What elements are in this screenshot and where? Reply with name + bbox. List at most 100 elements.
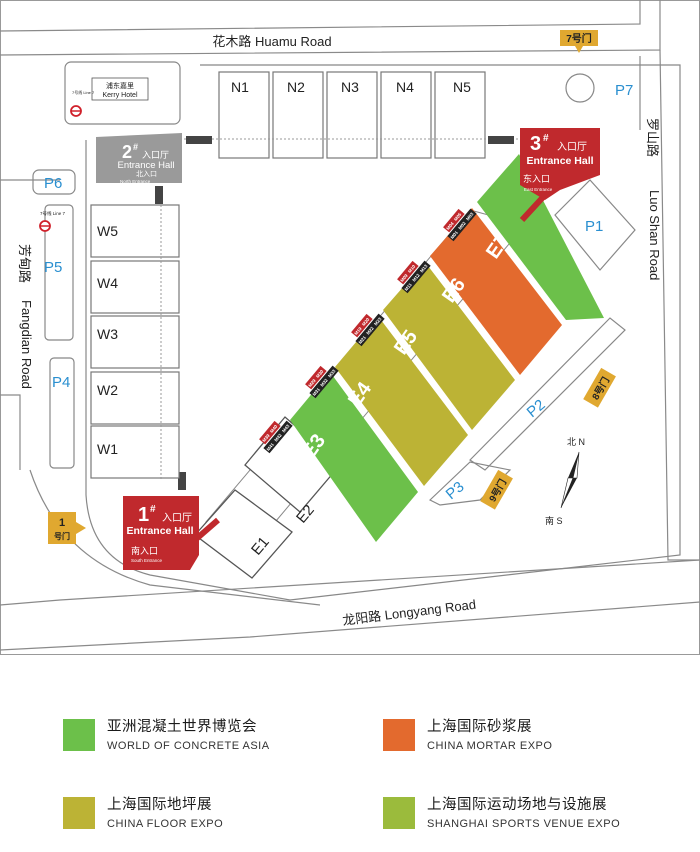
gate-1-zh: 号门 [54,531,70,541]
legend-zh-sports: 上海国际运动场地与设施展 [427,797,607,813]
hall-e3[interactable] [290,372,418,542]
gate-7[interactable]: 7号门 [560,30,598,53]
hall-w4[interactable] [90,260,180,314]
mr-e5r-1: M20 [361,317,371,327]
hall2-sub-zh: 北入口 [136,170,157,178]
legend-swatch-concrete [63,719,95,751]
road-lines [0,0,700,651]
venue-boundary [85,64,681,601]
hall-n2[interactable] [272,71,324,159]
hall1-num: 1 [138,504,149,526]
legend-item-mortar: 上海国际砂浆展 CHINA MORTAR EXPO [383,719,552,753]
p6-box [32,169,76,195]
hall3-sub-zh: 东入口 [523,173,550,184]
hall1-zh: 入口厅 [162,513,192,524]
hall-n3-label: N3 [341,79,359,95]
hall3-zh: 入口厅 [557,142,587,153]
venue-map: 浦东嘉里 Kerry Hotel 7号线 Line 7 7号线 Line 7 花… [0,0,700,655]
hall1-sub-zh: 南入口 [131,545,158,556]
legend-zh-concrete: 亚洲混凝土世界博览会 [107,719,257,735]
mr-e3-0: M41 [266,442,276,452]
metro-icon [70,105,82,117]
compass-icon: 北 N 南 S [545,437,585,526]
legend-en-concrete: WORLD OF CONCRETE ASIA [107,740,270,752]
entrance-hall-3[interactable]: 3 # 入口厅 Entrance Hall 东入口 East Entrance [519,128,600,223]
gate-7-label: 7号门 [566,32,592,45]
fangdian-road-en: Fangdian Road [19,300,34,389]
mr-e6-1: M12 [411,272,421,282]
hall-w4-label: W4 [97,275,118,291]
p1-block [554,179,636,271]
hall-e6[interactable] [430,208,562,375]
hall2-en: Entrance Hall [117,160,174,171]
mr-e7-1: M02 [457,220,467,230]
hall-n4-label: N4 [396,79,414,95]
parking-p1: P1 [585,218,603,235]
legend-item-concrete: 亚洲混凝土世界博览会 WORLD OF CONCRETE ASIA [63,719,270,753]
mr-e3-2: M43 [281,423,291,433]
mr-e7r-1: M05 [453,212,463,222]
legend: 亚洲混凝土世界博览会 WORLD OF CONCRETE ASIA 上海国际砂浆… [0,655,700,852]
mr-e7-2: M03 [465,211,475,221]
legend-en-sports: SHANGHAI SPORTS VENUE EXPO [427,818,621,830]
hall1-sub-en: South Entrance [131,558,163,563]
hall1-sup: # [150,504,156,515]
hall-w2[interactable] [90,371,180,425]
parking-p5: P5 [44,259,62,276]
mr-e7r-0: M04 [445,221,455,231]
mr-e3r-1: M40 [269,424,279,434]
legend-item-floor: 上海国际地坪展 CHINA FLOOR EXPO [63,797,223,831]
mr-e5r-0: M19 [353,326,363,336]
hall-w1-label: W1 [97,441,118,457]
compass-north: 北 N [567,437,585,447]
legend-swatch-mortar [383,719,415,751]
hall-n5[interactable] [434,71,486,159]
hall2-sub-en: North Entrance [120,179,151,184]
mr-e6r-1: M10 [407,264,417,274]
hall-e5[interactable] [383,262,515,430]
mr-e6-0: M11 [404,282,414,292]
hall-n4[interactable] [380,71,432,159]
hall2-sup: # [133,142,138,152]
luoshan-road-zh: 罗山路 [645,118,660,157]
hall-w5[interactable] [90,204,180,258]
kerry-hotel-zh: 浦东嘉里 [106,81,134,90]
hall-w1[interactable] [90,425,180,479]
mr-e5-0: M21 [358,335,368,345]
hall-w3[interactable] [90,315,180,369]
entrance-hall-1[interactable]: 1 # 入口厅 Entrance Hall 南入口 South Entrance [123,496,220,570]
mr-e6-2: M13 [419,263,429,273]
fangdian-road-zh: 芳甸路 [17,244,32,283]
hall2-zh: 入口厅 [142,150,169,160]
mr-e4r-1: M30 [315,369,325,379]
legend-en-mortar: CHINA MORTAR EXPO [427,740,553,752]
hall3-en: Entrance Hall [526,155,593,167]
legend-item-sports: 上海国际运动场地与设施展 SHANGHAI SPORTS VENUE EXPO [383,797,620,831]
hall-e4[interactable] [335,316,468,486]
mr-e3-1: M42 [273,432,283,442]
gate-1[interactable]: 1 号门 [48,512,86,544]
roundabout [565,73,595,103]
parking-p6: P6 [44,175,62,192]
hall-n3[interactable] [326,71,378,159]
mr-e3r-0: M39 [261,433,271,443]
kerry-hotel-en: Kerry Hotel [102,92,137,99]
mr-e6r-0: M09 [399,273,409,283]
luoshan-road-en: Luo Shan Road [647,190,662,280]
legend-swatch-sports [383,797,415,829]
mr-e4-1: M32 [319,377,329,387]
hall-e1[interactable] [194,489,293,579]
meeting-room-tags: M41 M42 M43 M39 M40 M31 M32 M33 M29 M30 … [259,208,477,454]
p2-strip [469,317,626,471]
hall3-num: 3 [530,133,541,155]
entrance-hall-2[interactable]: 2 # 入口厅 Entrance Hall 北入口 North Entrance [96,133,182,184]
left-metro-label: 7号线 Line 7 [40,210,66,217]
gate-1-num: 1 [59,517,65,529]
west-halls [90,204,180,479]
hall-e7[interactable] [477,154,604,320]
hall3-sup: # [543,133,549,144]
hall-n1[interactable] [218,71,270,159]
legend-zh-floor: 上海国际地坪展 [107,797,212,813]
parking-p4: P4 [52,374,70,391]
hall3-sub-en: East Entrance [524,187,553,192]
